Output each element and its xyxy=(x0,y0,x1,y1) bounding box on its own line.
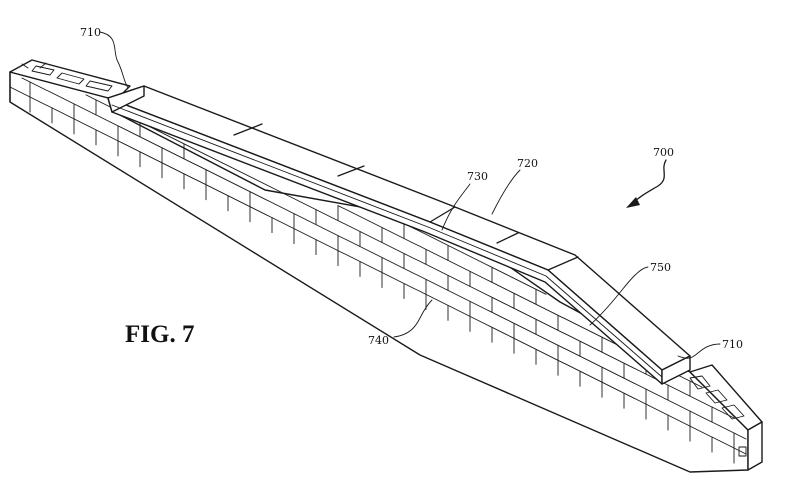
label-740: 740 xyxy=(368,334,389,347)
cavity-r3 xyxy=(721,404,745,420)
cap-joint-4 xyxy=(496,232,519,244)
cap-720 xyxy=(107,85,691,385)
leader-740 xyxy=(393,299,433,338)
cap-joint-2 xyxy=(337,165,365,177)
label-730: 730 xyxy=(467,170,488,183)
cavity-1 xyxy=(31,65,55,76)
reference-labels: 710 730 720 700 750 710 740 FIG. 7 xyxy=(80,26,743,351)
end-notch xyxy=(738,446,747,457)
cavity-tick-2 xyxy=(21,63,29,69)
label-720: 720 xyxy=(517,157,538,170)
right-block-cavities xyxy=(689,375,747,457)
brick-course-2 xyxy=(21,77,747,440)
cavity-2 xyxy=(56,72,85,85)
leader-700 xyxy=(631,159,667,205)
cavity-r2 xyxy=(705,389,728,404)
left-block-cavities xyxy=(21,62,113,92)
cap-end-left xyxy=(107,85,145,113)
wall-front-face xyxy=(9,71,749,473)
label-700: 700 xyxy=(653,146,674,159)
figure-caption: FIG. 7 xyxy=(125,321,194,348)
leader-720 xyxy=(491,169,521,215)
label-710-left: 710 xyxy=(80,26,101,39)
cap-end-right xyxy=(661,355,691,385)
wall-right-end-side xyxy=(747,421,763,471)
leader-730 xyxy=(441,183,471,231)
leader-lines xyxy=(99,31,721,359)
top-edge-line xyxy=(111,104,663,378)
label-750: 750 xyxy=(650,261,671,274)
cap-joint-1 xyxy=(233,123,263,136)
brick-joints xyxy=(29,81,735,464)
arrow-700 xyxy=(626,197,640,208)
brick-course-3 xyxy=(85,94,735,419)
brick-course-1 xyxy=(9,86,747,455)
leader-710-right xyxy=(677,343,721,359)
leader-750 xyxy=(589,266,649,326)
cavity-3 xyxy=(85,80,113,92)
cap-joint-5 xyxy=(547,256,579,271)
cavity-tick-1 xyxy=(39,62,47,69)
wall-top-left xyxy=(9,59,131,101)
cap-joint-3 xyxy=(429,206,456,223)
leader-710-left xyxy=(99,31,129,89)
cavity-r1 xyxy=(689,375,711,390)
label-710-right: 710 xyxy=(722,338,743,351)
